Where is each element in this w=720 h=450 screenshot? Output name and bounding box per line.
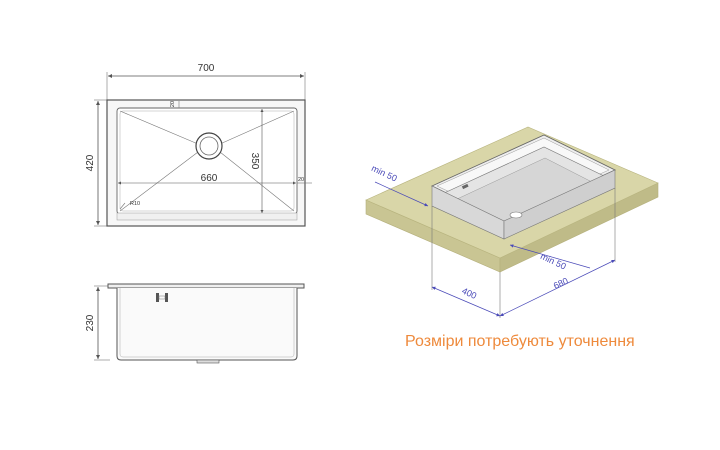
iso-width-label: 680 bbox=[552, 276, 570, 291]
side-depth-label: 230 bbox=[85, 314, 96, 331]
inner-height-label: 350 bbox=[249, 153, 260, 170]
top-height-label: 420 bbox=[85, 154, 96, 171]
sink-inner-bowl bbox=[116, 107, 298, 215]
sink-side-body bbox=[116, 288, 298, 361]
inner-width-label: 660 bbox=[201, 173, 218, 184]
top-width-label: 700 bbox=[198, 63, 215, 74]
top-view: 700 420 660 350 20 20 bbox=[85, 63, 312, 227]
top-margin-label: 20 bbox=[170, 101, 176, 107]
side-margin-label: 20 bbox=[298, 177, 304, 183]
min-right-label: min 50 bbox=[539, 251, 568, 271]
iso-view: min 50 min 50 400 680 bbox=[365, 126, 659, 318]
drain-inner bbox=[199, 136, 219, 156]
side-view: 230 bbox=[85, 283, 305, 364]
min-left-label: min 50 bbox=[370, 163, 399, 183]
iso-depth-label: 400 bbox=[460, 286, 478, 301]
radius-label: R10 bbox=[130, 201, 140, 207]
dimensions-note: Розміри потребують уточнення bbox=[405, 333, 635, 350]
